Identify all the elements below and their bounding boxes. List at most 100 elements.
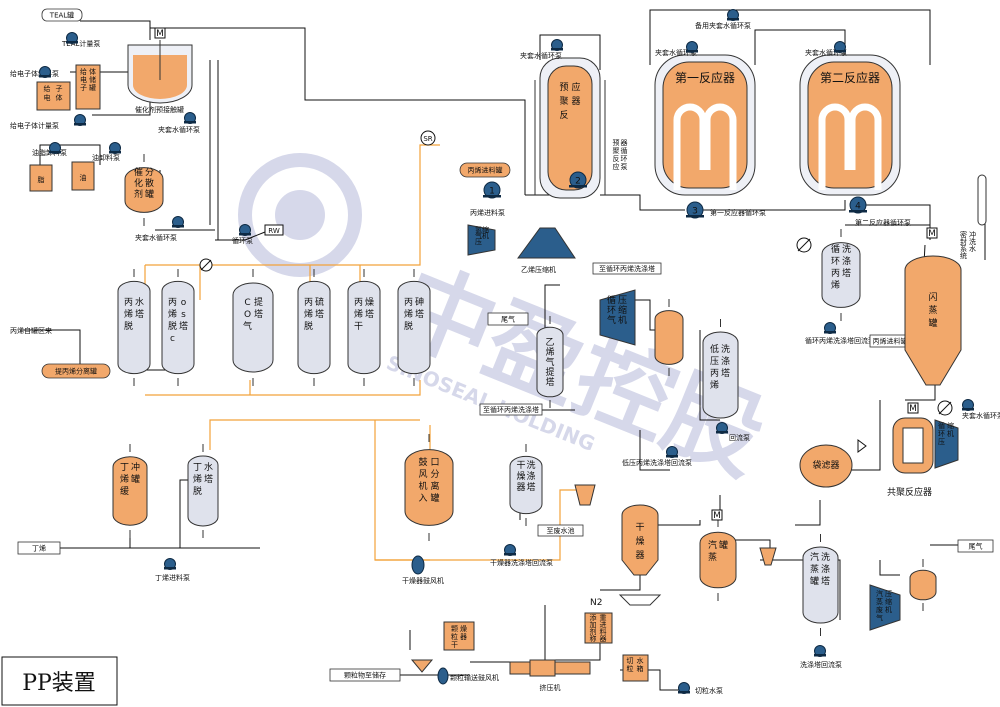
cyclone-icon bbox=[574, 484, 596, 506]
steamer-tank bbox=[699, 519, 737, 601]
pipe bbox=[145, 380, 421, 396]
donor-meter-pump-label: 给电子体计量泵 bbox=[10, 121, 59, 130]
pellet-blower-label: 颗粒输送鼓风机 bbox=[450, 673, 499, 682]
oil-pump-label: 油卸料泵 bbox=[92, 153, 120, 162]
svg-text:应: 应 bbox=[571, 81, 580, 93]
pellet-dryer bbox=[443, 621, 475, 651]
svg-text:循: 循 bbox=[831, 243, 840, 255]
co-stripper-tower bbox=[232, 269, 274, 386]
svg-text:汽: 汽 bbox=[708, 539, 717, 551]
svg-text:罐: 罐 bbox=[719, 539, 728, 551]
pipe bbox=[209, 419, 420, 450]
pipe bbox=[129, 530, 260, 549]
donor-vessel bbox=[75, 64, 101, 110]
second-circ-pump-icon: 4 bbox=[849, 196, 867, 214]
svg-text:系: 系 bbox=[960, 244, 967, 253]
svg-text:烯: 烯 bbox=[710, 379, 719, 391]
svg-text:洗: 洗 bbox=[821, 551, 830, 563]
pellet-storage-box: 颗粒物至储存 bbox=[329, 668, 401, 682]
svg-text:丙: 丙 bbox=[124, 297, 133, 308]
svg-text:反: 反 bbox=[613, 154, 620, 163]
svg-text:加: 加 bbox=[590, 620, 597, 629]
svg-text:称: 称 bbox=[590, 634, 597, 643]
svg-text:缓: 缓 bbox=[120, 485, 129, 497]
separator-drum bbox=[654, 299, 684, 376]
pipe bbox=[544, 284, 560, 330]
svg-text:分: 分 bbox=[430, 469, 439, 480]
propylene-desulfur-tower bbox=[297, 269, 331, 386]
svg-text:干: 干 bbox=[516, 460, 525, 471]
filter-column bbox=[977, 174, 987, 226]
svg-text:s: s bbox=[181, 310, 186, 320]
lp-wash-reflux-pump-label: 低压丙烯洗涤塔回流泵 bbox=[622, 458, 692, 467]
svg-text:烯: 烯 bbox=[354, 308, 363, 320]
svg-text:体: 体 bbox=[56, 93, 63, 102]
ethylene-stripper-tower bbox=[536, 316, 564, 408]
n2-marker: N2 bbox=[590, 598, 602, 608]
svg-text:燥: 燥 bbox=[516, 471, 525, 482]
pipe bbox=[795, 500, 821, 526]
svg-text:塔: 塔 bbox=[254, 308, 263, 320]
dryer-reflux-pump-label: 干燥器洗涤塔回流泵 bbox=[490, 558, 553, 567]
pipe bbox=[879, 560, 900, 576]
page-title: PP装置 bbox=[22, 671, 96, 696]
copolymer-reactor-label: 共聚反应器 bbox=[887, 486, 932, 498]
svg-text:粒: 粒 bbox=[451, 632, 458, 641]
svg-text:鼓: 鼓 bbox=[418, 456, 427, 468]
svg-text:箱: 箱 bbox=[637, 664, 644, 673]
ethylene-compressor bbox=[517, 227, 576, 259]
svg-text:重: 重 bbox=[600, 614, 607, 622]
propylene-dryer-tower bbox=[347, 269, 381, 386]
svg-text:罐: 罐 bbox=[131, 473, 140, 485]
svg-text:料: 料 bbox=[600, 627, 607, 636]
propylene-decos-tower bbox=[161, 269, 195, 386]
pipe bbox=[80, 20, 151, 40]
butene-box: 丁烯 bbox=[17, 541, 61, 555]
svg-text:干: 干 bbox=[635, 522, 644, 533]
svg-text:涤: 涤 bbox=[821, 563, 830, 575]
svg-text:冲: 冲 bbox=[969, 230, 976, 239]
svg-text:M: M bbox=[156, 29, 164, 39]
tail-gas-a-box: 尾气 bbox=[487, 312, 529, 326]
donor-tank-label: 给电子体 bbox=[44, 84, 63, 102]
svg-text:给: 给 bbox=[44, 84, 51, 93]
svg-text:缩: 缩 bbox=[482, 225, 489, 234]
catalyst-dispersion-tank bbox=[124, 154, 164, 226]
second-loop-reactor-label: 第二反应器 bbox=[820, 70, 880, 85]
svg-text:水: 水 bbox=[637, 656, 644, 665]
extruder-label: 挤压机 bbox=[540, 683, 561, 692]
svg-text:砷: 砷 bbox=[415, 297, 424, 308]
propylene-dewater-tower bbox=[117, 269, 151, 386]
svg-text:水: 水 bbox=[204, 461, 213, 473]
svg-text:水: 水 bbox=[135, 296, 144, 308]
svg-text:塔: 塔 bbox=[315, 308, 324, 320]
svg-text:体: 体 bbox=[89, 67, 96, 76]
donor-pump-a-label: 给电子体卸料泵 bbox=[10, 69, 59, 78]
jacket-pump-e-icon bbox=[834, 41, 846, 53]
svg-text:蒸: 蒸 bbox=[876, 597, 883, 606]
svg-text:冲: 冲 bbox=[131, 461, 140, 473]
pipe bbox=[150, 27, 526, 195]
svg-text:c: c bbox=[170, 334, 175, 344]
steamer-wash-tower bbox=[802, 534, 839, 636]
propylene-feed-pump-label: 丙烯进料泵 bbox=[470, 208, 505, 217]
svg-text:丙: 丙 bbox=[354, 297, 363, 308]
svg-text:烯: 烯 bbox=[124, 308, 133, 320]
pellet-blower-icon bbox=[437, 667, 449, 685]
tail-gas-a-label: 尾气 bbox=[501, 315, 515, 324]
cycle-propylene-wash-label: 循环丙烯洗涤塔 bbox=[831, 243, 851, 291]
svg-text:丙: 丙 bbox=[404, 297, 413, 308]
svg-text:散: 散 bbox=[145, 177, 154, 189]
svg-text:罐: 罐 bbox=[145, 188, 154, 200]
dryer-wash-tower bbox=[509, 444, 543, 526]
heat-exchanger-icon bbox=[796, 237, 812, 253]
